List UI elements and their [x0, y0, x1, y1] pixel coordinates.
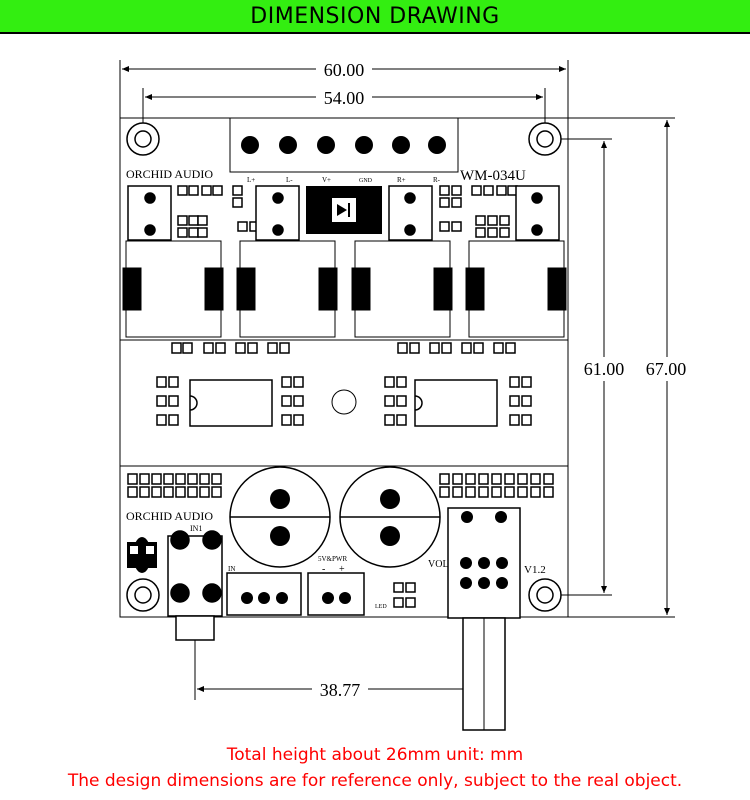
hole-spacing-y-label: 61.00	[584, 359, 625, 379]
output-inductors	[122, 240, 567, 338]
filter-capacitors	[127, 185, 560, 241]
mounting-hole-top-left	[126, 122, 160, 156]
led-label: LED	[375, 604, 387, 610]
version-label: V1.2	[524, 564, 546, 576]
pin-headers	[127, 473, 554, 498]
amplifier-chips	[189, 379, 498, 427]
terminal-label-r-plus: R+	[397, 176, 406, 184]
mode-switch	[127, 537, 157, 573]
vol-label: VOL	[428, 559, 449, 570]
in-label: IN	[228, 565, 235, 573]
width-dimension-label: 60.00	[324, 60, 365, 80]
model-label: WM-034U	[460, 168, 526, 184]
center-hole	[331, 389, 357, 415]
note-total-height: Total height about 26mm unit: mm	[226, 745, 524, 765]
electrolytic-capacitors	[229, 466, 441, 568]
brand-label-bottom: ORCHID AUDIO	[126, 509, 213, 523]
power-plus-label: +	[339, 564, 345, 575]
mounting-hole-bottom-right	[528, 578, 562, 612]
power-minus-label: -	[322, 564, 325, 575]
brand-label-top: ORCHID AUDIO	[126, 167, 213, 181]
power-connector	[307, 572, 365, 616]
speaker-terminal-block	[229, 117, 459, 173]
in1-label: IN1	[190, 524, 202, 533]
note-disclaimer: The design dimensions are for reference …	[67, 771, 683, 791]
audio-jack	[167, 530, 223, 641]
volume-potentiometer	[447, 507, 521, 731]
terminal-label-r-minus: R-	[433, 176, 441, 184]
terminal-label-v-plus: V+	[322, 176, 331, 184]
mounting-hole-bottom-left	[126, 578, 160, 612]
knob-offset-label: 38.77	[320, 680, 361, 700]
power-label: 5V&PWR	[318, 555, 348, 563]
smd-pads-top	[177, 185, 518, 238]
terminal-label-l-plus: L+	[247, 176, 255, 184]
height-dimension-label: 67.00	[646, 359, 687, 379]
power-diode	[306, 186, 382, 234]
page-title: DIMENSION DRAWING	[250, 3, 500, 29]
mounting-hole-top-right	[528, 122, 562, 156]
terminal-label-l-minus: L-	[286, 176, 293, 184]
title-banner: DIMENSION DRAWING	[0, 0, 750, 34]
led-pads	[393, 582, 416, 608]
terminal-label-gnd: GND	[359, 178, 373, 184]
hole-spacing-x-label: 54.00	[324, 88, 365, 108]
input-connector	[226, 572, 302, 616]
smd-pads-middle	[156, 342, 532, 426]
mounting-holes	[126, 122, 562, 612]
